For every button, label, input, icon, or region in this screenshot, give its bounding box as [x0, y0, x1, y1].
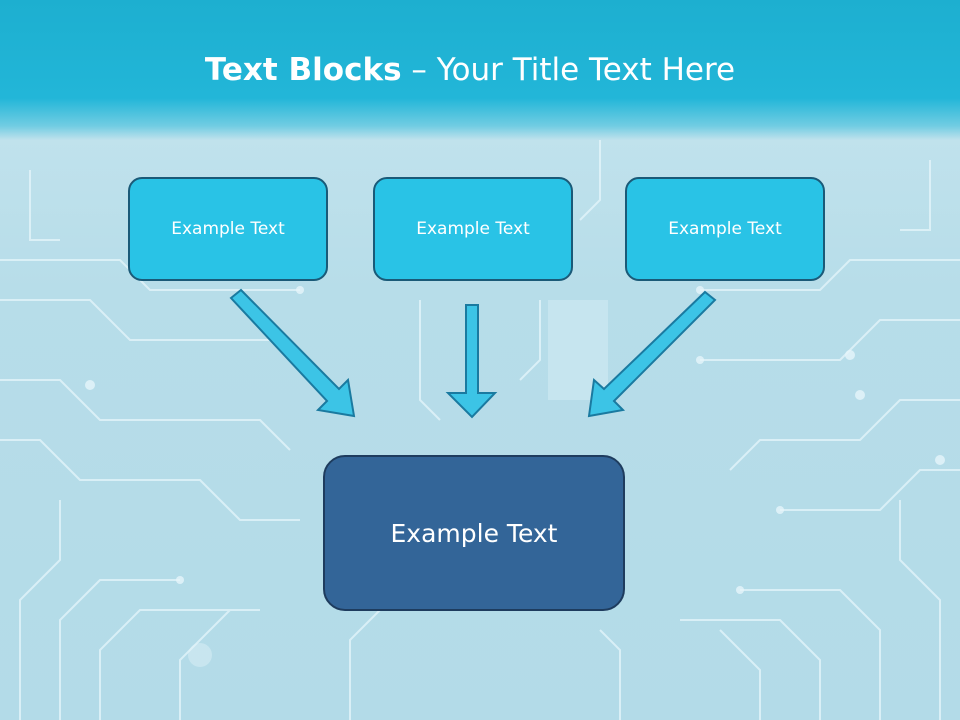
slide-title: Text Blocks – Your Title Text Here — [0, 52, 940, 88]
arrow-center-icon — [445, 304, 498, 419]
text-block-center[interactable]: Example Text — [373, 177, 573, 281]
title-bar — [0, 0, 960, 140]
text-block-left[interactable]: Example Text — [128, 177, 328, 281]
title-rest-part: – Your Title Text Here — [411, 52, 736, 88]
result-text-block[interactable]: Example Text — [323, 455, 625, 611]
title-bold-part: Text Blocks — [204, 52, 402, 88]
arrow-left-icon — [229, 288, 356, 418]
arrow-right-icon — [587, 290, 717, 418]
text-block-right[interactable]: Example Text — [625, 177, 825, 281]
